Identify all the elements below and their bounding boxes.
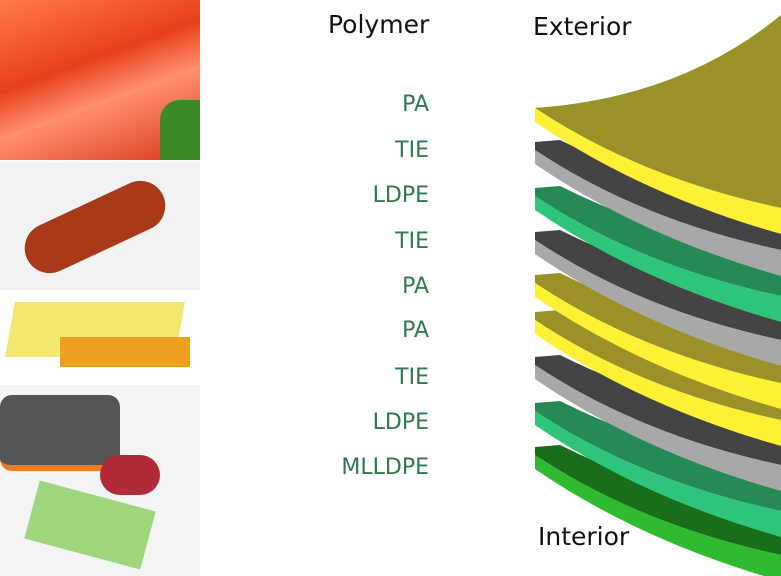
polymer-label: TIE (395, 138, 429, 163)
layer-surface-pa (535, 15, 781, 208)
polymer-label: PA (402, 274, 429, 299)
photo-sausage-pack (0, 162, 200, 290)
layer-edge-pa (535, 108, 781, 234)
layer-surface-tie (535, 140, 781, 250)
layer-surface-pa (535, 273, 781, 383)
layer-edge-tie (535, 365, 781, 491)
layer-surface-ldpe (535, 401, 781, 511)
photo-vacuum-sealer (0, 385, 200, 576)
layer-edge-ldpe (535, 196, 781, 322)
photo-cheese (0, 292, 200, 376)
layer-surface-mlldpe (535, 445, 781, 555)
polymer-label: MLLDPE (341, 455, 429, 480)
layer-edge-pa (535, 283, 781, 409)
interior-label: Interior (538, 522, 630, 551)
layer-surface-tie (535, 355, 781, 465)
layer-edge-pa (535, 320, 781, 446)
polymer-label: LDPE (372, 410, 429, 435)
layer-surface-ldpe (535, 186, 781, 296)
polymer-label: TIE (395, 365, 429, 390)
layer-edge-tie (535, 240, 781, 366)
polymer-label: PA (402, 92, 429, 117)
layer-edge-ldpe (535, 411, 781, 537)
layer-edge-tie (535, 150, 781, 276)
layer-surface-tie (535, 230, 781, 340)
polymer-label: TIE (395, 229, 429, 254)
layer-edge-mlldpe (535, 455, 781, 576)
polymer-label: PA (402, 318, 429, 343)
polymer-label: LDPE (372, 183, 429, 208)
photo-salmon (0, 0, 200, 160)
exterior-label: Exterior (533, 12, 632, 41)
polymer-header: Polymer (328, 10, 430, 39)
